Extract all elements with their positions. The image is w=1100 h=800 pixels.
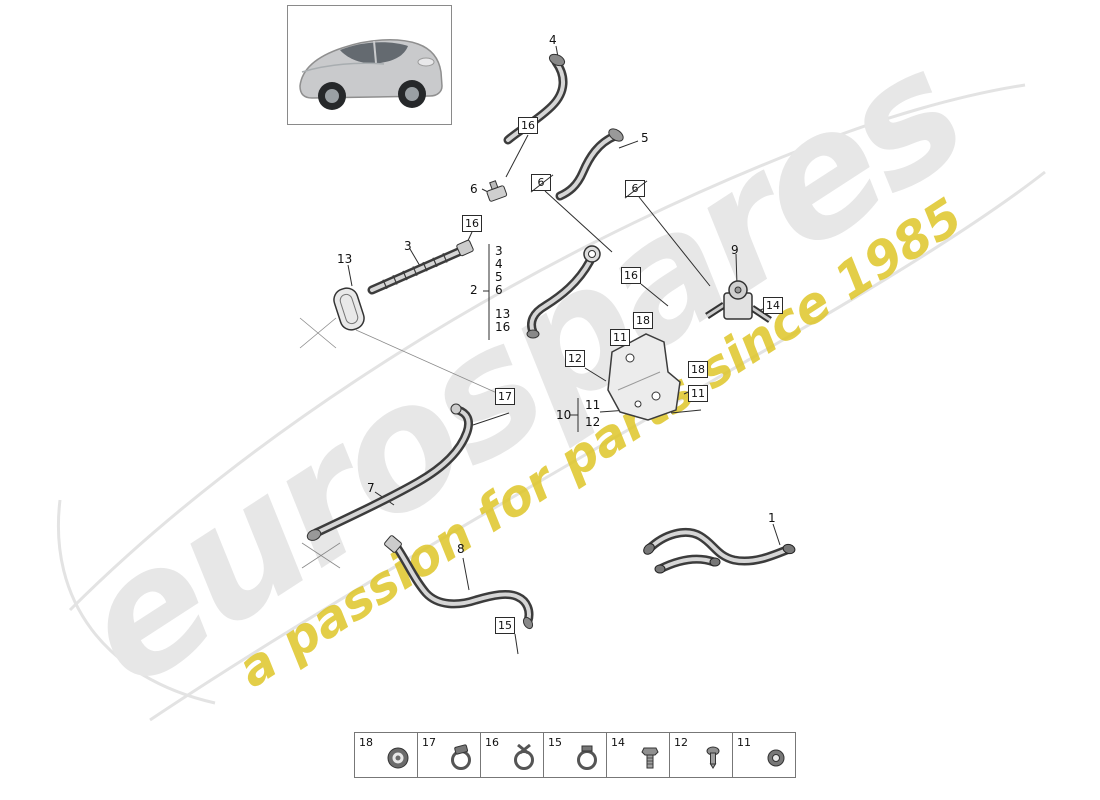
hoses-highlight — [314, 60, 791, 623]
clamp-icon — [577, 745, 597, 770]
callout-5[interactable]: 5 — [641, 131, 649, 145]
callout-group2-label[interactable]: 2 — [470, 283, 478, 297]
spring-clamp-icon — [514, 744, 534, 770]
legend-cell-11[interactable]: 11 — [733, 733, 795, 777]
group2-item[interactable]: 6 — [495, 283, 503, 297]
legend-number: 11 — [737, 736, 751, 749]
legend-cell-12[interactable]: 12 — [670, 733, 733, 777]
callout-box-15[interactable]: 15 — [495, 617, 515, 634]
group2-item[interactable]: 16 — [495, 320, 511, 334]
vehicle-thumbnail — [287, 5, 452, 125]
callout-box-11[interactable]: 11 — [610, 329, 630, 346]
callout-7[interactable]: 7 — [367, 481, 375, 495]
screw-icon — [706, 746, 720, 769]
callout-4[interactable]: 4 — [549, 33, 557, 47]
hose-1-end-b — [782, 543, 796, 555]
callout-group10-label[interactable]: 10 — [556, 408, 572, 422]
legend-cell-16[interactable]: 16 — [481, 733, 544, 777]
mounting-bracket-10 — [607, 333, 681, 421]
callout-1[interactable]: 1 — [768, 511, 776, 525]
callout-box-16[interactable]: 16 — [518, 117, 538, 134]
valve-9 — [705, 280, 772, 323]
legend-cell-17[interactable]: 17 — [418, 733, 481, 777]
callout-box-17[interactable]: 17 — [495, 388, 515, 405]
callout-box-16[interactable]: 16 — [462, 215, 482, 232]
fittings — [306, 53, 796, 630]
callout-box-16[interactable]: 16 — [621, 267, 641, 284]
hose-7-connector — [450, 403, 462, 415]
group2-item[interactable]: 3 — [495, 244, 503, 258]
legend-number: 17 — [422, 736, 436, 749]
callout-box-6[interactable]: 6 — [531, 174, 551, 191]
hoses-outer — [311, 57, 794, 626]
callout-box-14[interactable]: 14 — [763, 297, 783, 314]
legend-number: 18 — [359, 736, 373, 749]
callout-box-12[interactable]: 12 — [565, 350, 585, 367]
group2-item[interactable]: 13 — [495, 307, 511, 321]
connector-6 — [486, 180, 508, 202]
bolt-icon — [641, 747, 659, 769]
legend-cell-14[interactable]: 14 — [607, 733, 670, 777]
legend-bar: 18 17 16 15 — [354, 732, 796, 778]
hose-4-end-fitting — [548, 53, 566, 67]
callout-9[interactable]: 9 — [731, 243, 739, 257]
hose-7 — [311, 405, 474, 538]
hose-8-end — [522, 616, 534, 630]
group10-item[interactable]: 12 — [585, 415, 601, 429]
callout-8[interactable]: 8 — [457, 542, 465, 556]
callout-box-6[interactable]: 6 — [625, 180, 645, 197]
hose-1-end-c — [654, 564, 666, 574]
hose-2-end — [526, 329, 540, 339]
hose-8-clamp — [384, 535, 402, 553]
legend-cell-15[interactable]: 15 — [544, 733, 607, 777]
construction-lines — [299, 317, 498, 569]
legend-number: 16 — [485, 736, 499, 749]
hose-3-connector — [456, 239, 474, 257]
car-image — [299, 39, 443, 110]
legend-number: 12 — [674, 736, 688, 749]
callout-3[interactable]: 3 — [404, 239, 412, 253]
callout-box-11[interactable]: 11 — [688, 385, 708, 402]
callout-box-18[interactable]: 18 — [688, 361, 708, 378]
legend-number: 15 — [548, 736, 562, 749]
group2-item[interactable]: 5 — [495, 270, 503, 284]
callout-13[interactable]: 13 — [337, 252, 353, 266]
grommet-icon — [387, 747, 409, 769]
hose-1-end-d — [709, 557, 721, 567]
group2-item[interactable]: 4 — [495, 257, 503, 271]
group10-item[interactable]: 11 — [585, 398, 601, 412]
legend-number: 14 — [611, 736, 625, 749]
hose-8 — [391, 541, 534, 626]
callout-6[interactable]: 6 — [470, 182, 478, 196]
nut-icon — [767, 749, 785, 767]
legend-cell-18[interactable]: 18 — [355, 733, 418, 777]
hose-1-end-a — [643, 543, 655, 555]
callout-box-18[interactable]: 18 — [633, 312, 653, 329]
bracket-13 — [333, 287, 365, 331]
hose-clamp-icon — [451, 744, 471, 770]
hose-5-end-fitting — [608, 128, 624, 142]
hose-3-corrugation — [382, 253, 448, 290]
hose-7-end-fitting — [306, 529, 322, 541]
